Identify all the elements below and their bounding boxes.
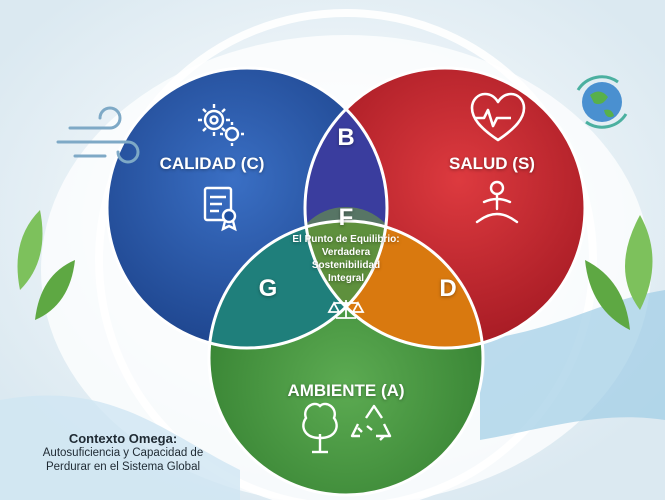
certificate-icon bbox=[203, 186, 237, 232]
region-b-label: B bbox=[337, 124, 355, 151]
globe-icon bbox=[576, 75, 628, 129]
label-ambiente: AMBIENTE (A) bbox=[287, 381, 405, 400]
label-calidad: CALIDAD (C) bbox=[159, 154, 265, 173]
gears-icon bbox=[198, 104, 244, 146]
river-left bbox=[0, 395, 240, 500]
outer-ring bbox=[95, 9, 597, 500]
region-g-label: G bbox=[258, 275, 278, 302]
outline-ambiente bbox=[207, 219, 485, 497]
center-text-line: El Punto de Equilibrio: bbox=[292, 234, 400, 245]
heartbeat-icon bbox=[470, 92, 526, 142]
region-d bbox=[305, 221, 483, 348]
context-body-line: Perdurar en el Sistema Global bbox=[45, 461, 201, 473]
context-caption: Contexto Omega: Autosuficiencia y Capaci… bbox=[28, 431, 218, 474]
region-d-label: D bbox=[439, 275, 457, 302]
center-text-line: Integral bbox=[327, 273, 365, 284]
context-body-line: Autosuficiencia y Capacidad de bbox=[42, 447, 204, 459]
outline-calidad bbox=[105, 66, 389, 350]
plant-icon bbox=[17, 210, 653, 330]
region-f-label: F bbox=[338, 204, 354, 231]
label-salud: SALUD (S) bbox=[449, 154, 535, 173]
wind-icon bbox=[56, 106, 140, 164]
context-title: Contexto Omega: bbox=[68, 431, 178, 446]
center-text-line: Verdadera bbox=[321, 247, 371, 258]
outline-salud bbox=[303, 66, 587, 350]
tree-icon bbox=[302, 402, 338, 454]
center-text: El Punto de Equilibrio: Verdadera Sosten… bbox=[288, 233, 404, 285]
center-text-line: Sostenibilidad bbox=[311, 260, 381, 271]
region-g bbox=[209, 221, 387, 348]
recycle-icon bbox=[350, 404, 392, 441]
meditation-icon bbox=[475, 180, 519, 224]
river-right bbox=[480, 290, 665, 440]
scales-icon bbox=[327, 300, 365, 319]
